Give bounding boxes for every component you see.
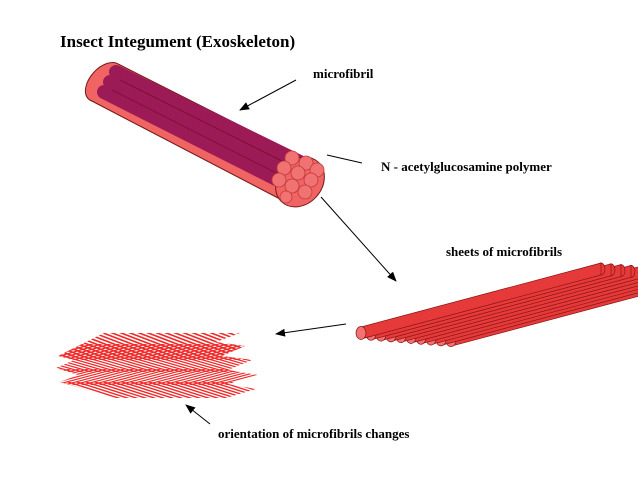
line-polymer	[326, 154, 363, 164]
fibril-strands	[97, 65, 311, 193]
arrow-orientation	[185, 404, 211, 425]
microfibril-sheet	[355, 262, 638, 348]
fibril-ends	[271, 150, 325, 204]
layer-band	[56, 382, 258, 398]
label-sheets: sheets of microfibrils	[446, 244, 563, 259]
label-microfibril: microfibril	[313, 66, 374, 81]
layer-band	[56, 344, 258, 360]
bundle-bottom-edge	[89, 99, 283, 201]
arrow-to-sheets	[320, 196, 397, 282]
label-polymer: N - acetylglucosamine polymer	[381, 159, 552, 174]
arrow-to-layers	[275, 323, 347, 337]
pointer-arrows	[185, 79, 397, 425]
sheet-rod	[355, 262, 606, 340]
microfibril-bundle	[84, 62, 325, 208]
diagram-title: Insect Integument (Exoskeleton)	[60, 32, 296, 51]
label-orientation: orientation of microfibrils changes	[218, 426, 410, 441]
arrow-microfibril	[239, 79, 297, 111]
